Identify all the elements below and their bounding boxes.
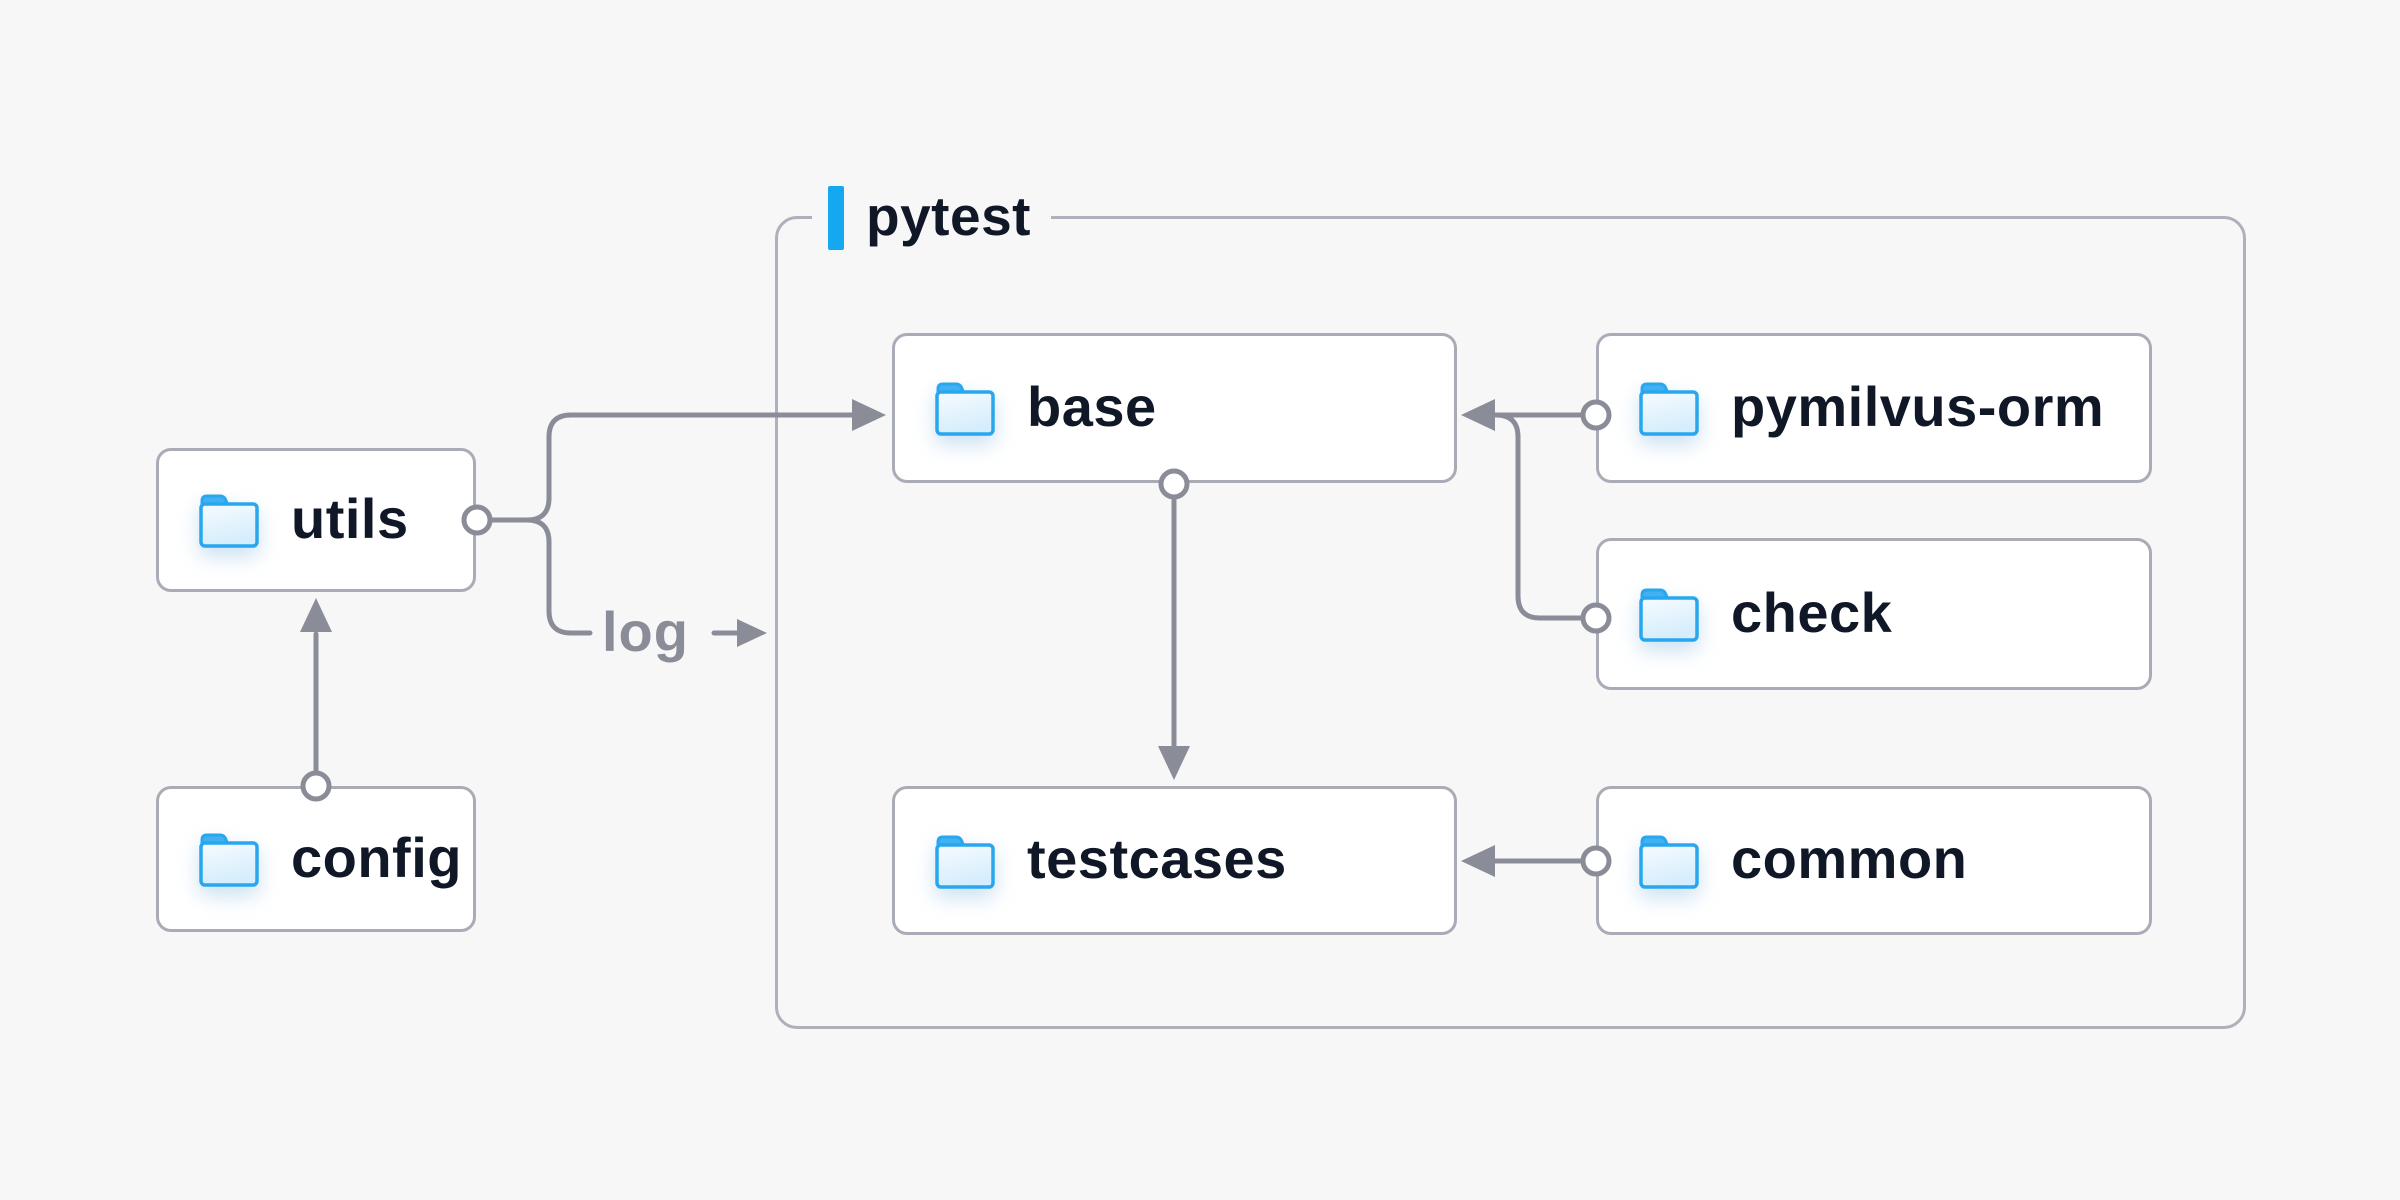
folder-icon xyxy=(935,835,995,889)
node-utils[interactable]: utils xyxy=(156,448,476,592)
node-label: testcases xyxy=(1027,827,1287,890)
node-label: config xyxy=(291,825,462,889)
pytest-group-label: pytest xyxy=(812,183,1051,253)
arrowhead-log xyxy=(737,619,767,647)
node-label: common xyxy=(1731,827,1968,890)
folder-icon xyxy=(1639,588,1699,642)
group-title: pytest xyxy=(866,185,1031,247)
node-check[interactable]: check xyxy=(1596,538,2152,690)
node-testcases[interactable]: testcases xyxy=(892,786,1457,935)
node-label: pymilvus-orm xyxy=(1731,374,2105,438)
node-base[interactable]: base xyxy=(892,333,1457,483)
folder-icon xyxy=(1639,835,1699,889)
folder-icon xyxy=(1639,382,1699,436)
node-label: utils xyxy=(291,486,409,550)
edge-utils-to-log xyxy=(524,517,593,636)
node-common[interactable]: common xyxy=(1596,786,2152,935)
arrowhead-into-utils xyxy=(300,598,332,632)
folder-icon xyxy=(935,382,995,436)
log-edge-label: log xyxy=(602,600,689,663)
folder-icon xyxy=(199,833,259,887)
accent-bar xyxy=(828,186,844,250)
node-config[interactable]: config xyxy=(156,786,476,932)
node-label: check xyxy=(1731,580,1893,644)
pytest-group: pytest xyxy=(775,183,2246,1029)
node-pymilvus-orm[interactable]: pymilvus-orm xyxy=(1596,333,2152,483)
node-label: base xyxy=(1027,374,1157,438)
folder-icon xyxy=(199,494,259,548)
